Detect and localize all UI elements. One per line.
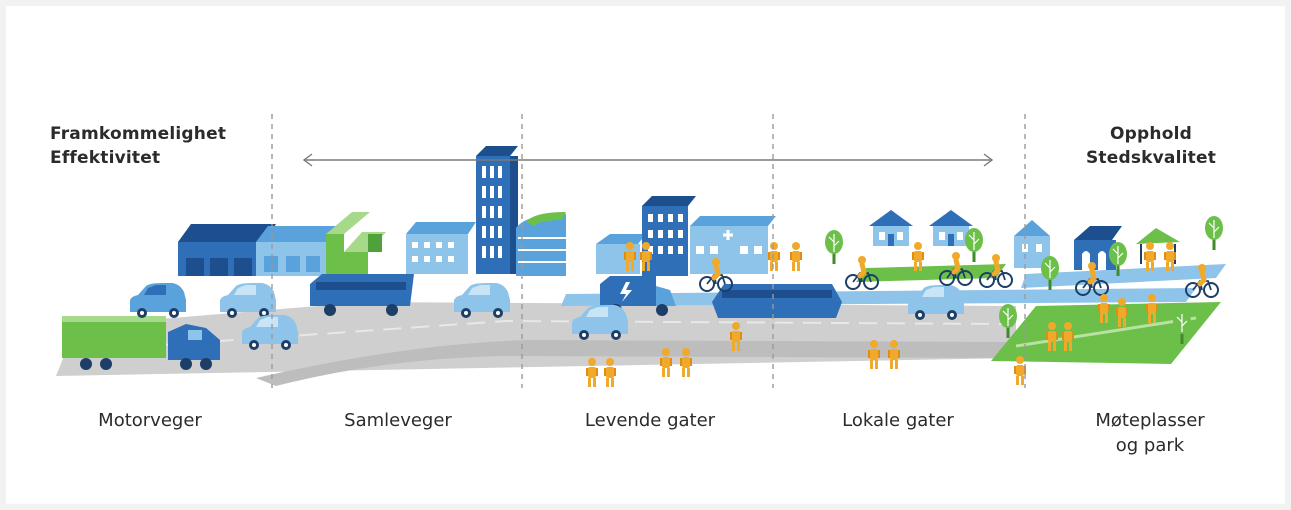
heading-right-line2: Stedskvalitet: [1085, 148, 1217, 168]
zone-label-samleveger: Samleveger: [298, 408, 498, 433]
heading-right-line1: Opphold: [1110, 124, 1192, 144]
heading-left-line1: Framkommelighet: [50, 124, 227, 144]
pedestrian-17: [1144, 242, 1156, 271]
zone-label-motorveger: Motorveger: [50, 408, 250, 433]
car-1: [130, 283, 186, 318]
truck: [62, 316, 220, 370]
tall-apartment-building: [642, 196, 696, 276]
street-hierarchy-illustration: [56, 114, 1226, 388]
bike-lane-right: [1021, 264, 1226, 288]
heading-right: Opphold Stedskvalitet: [1076, 122, 1226, 170]
zone-label-text-line2: og park: [1115, 435, 1185, 456]
health-clinic-building: [690, 216, 776, 274]
zone-label-text: Levende gater: [584, 410, 716, 431]
heading-left-line2: Effektivitet: [50, 148, 161, 168]
warehouse-building: [178, 224, 276, 276]
collector-road-curve: [256, 340, 1016, 386]
high-rise-tower: [476, 146, 518, 274]
zone-label-lokale-gater: Lokale gater: [798, 408, 998, 433]
zone-label-moteplasser: Møteplasser og park: [1050, 408, 1250, 458]
zone-label-text-line1: Møteplasser: [1095, 410, 1205, 431]
house-1: [869, 210, 913, 246]
green-containers: [326, 212, 386, 274]
zone-label-text: Motorveger: [98, 410, 202, 431]
office-building: [406, 222, 476, 274]
bus: [310, 274, 414, 316]
tree-2: [964, 227, 984, 263]
zone-label-levende-gater: Levende gater: [550, 408, 750, 433]
pedestrian-3: [768, 242, 780, 271]
park-path: [1015, 316, 1197, 348]
motorway-road: [56, 302, 1016, 376]
pedestrian-4: [790, 242, 802, 271]
tree-4: [1204, 215, 1224, 251]
park-lawn-upper: [856, 264, 1006, 282]
zone-label-text: Samleveger: [344, 410, 452, 431]
diagram-frame: Framkommelighet Effektivitet Opphold Ste…: [6, 6, 1285, 504]
tram: [712, 284, 842, 318]
scale-arrow: [302, 153, 994, 167]
apartment-building: [596, 234, 646, 274]
electric-van: [600, 276, 676, 316]
zone-label-text: Lokale gater: [842, 410, 954, 431]
tree-1: [824, 229, 844, 265]
heading-left: Framkommelighet Effektivitet: [50, 122, 226, 170]
shop-building: [256, 226, 336, 276]
curved-office-building: [516, 212, 566, 276]
small-apartment-building: [1014, 220, 1050, 268]
